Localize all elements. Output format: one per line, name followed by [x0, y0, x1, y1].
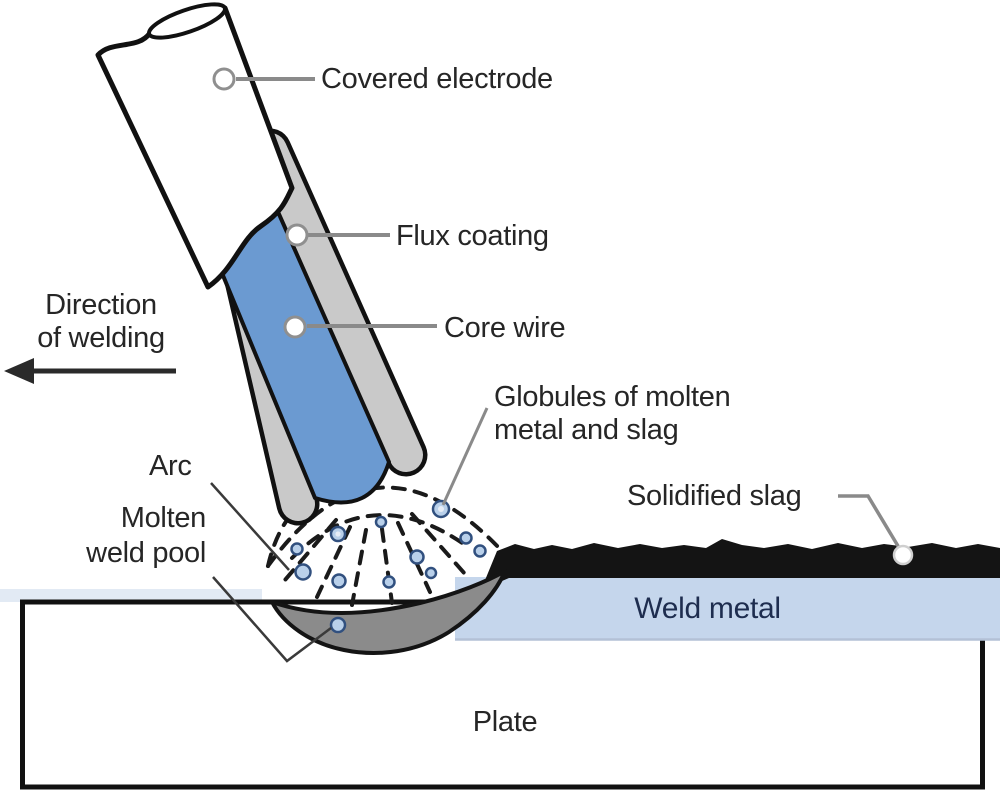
globule: [374, 515, 388, 529]
globule: [331, 573, 347, 589]
globules: [290, 499, 487, 634]
globules-label-line1: Globules of molten: [494, 381, 731, 413]
weld-metal-label: Weld metal: [634, 592, 781, 625]
direction-label-line1: Direction: [45, 289, 157, 321]
molten-label-line2: weld pool: [86, 537, 206, 569]
covered-electrode-label: Covered electrode: [321, 63, 553, 95]
direction-label-line2: of welding: [37, 322, 165, 354]
globule: [473, 544, 487, 558]
leader-lines: [210, 67, 914, 663]
globule: [409, 549, 425, 565]
weld-metal-band: [455, 577, 1000, 641]
globule: [459, 531, 473, 545]
molten-label-line1: Molten: [120, 502, 207, 534]
globule: [424, 566, 438, 580]
arc-leader: [210, 482, 290, 571]
globule: [290, 542, 304, 556]
solidified-slag-leader: [838, 494, 903, 552]
arrow-head-icon: [4, 358, 34, 384]
plate-label: Plate: [472, 706, 538, 738]
core-wire-label: Core wire: [444, 312, 566, 344]
globules-label-line2: metal and slag: [494, 414, 679, 446]
solidified-slag-label: Solidified slag: [627, 480, 802, 512]
molten-weld-pool-label: Molten weld pool: [26, 501, 206, 571]
surface-tint-strip: [0, 589, 262, 602]
covered-electrode-shape: [95, 2, 295, 290]
core-wire-dot: [283, 315, 307, 339]
flux-coating-label: Flux coating: [396, 220, 549, 252]
molten-weld-pool-leader: [212, 576, 332, 663]
covered-electrode-dot: [212, 67, 236, 91]
electrode-opening: [147, 2, 227, 40]
molten-weld-pool-shape: [270, 569, 507, 655]
solidified-slag-shape: [481, 539, 1000, 590]
solidified-slag-dot: [892, 544, 914, 566]
globule-in-pool: [329, 616, 347, 634]
globule: [294, 563, 312, 581]
globules-label: Globules of molten metal and slag: [494, 381, 731, 447]
direction-of-welding-label: Direction of welding: [10, 289, 192, 355]
direction-arrow: [4, 358, 176, 384]
arc-label: Arc: [149, 450, 192, 482]
flux-coating-dot: [285, 223, 309, 247]
globules-leader: [441, 407, 489, 506]
globule: [382, 575, 396, 589]
